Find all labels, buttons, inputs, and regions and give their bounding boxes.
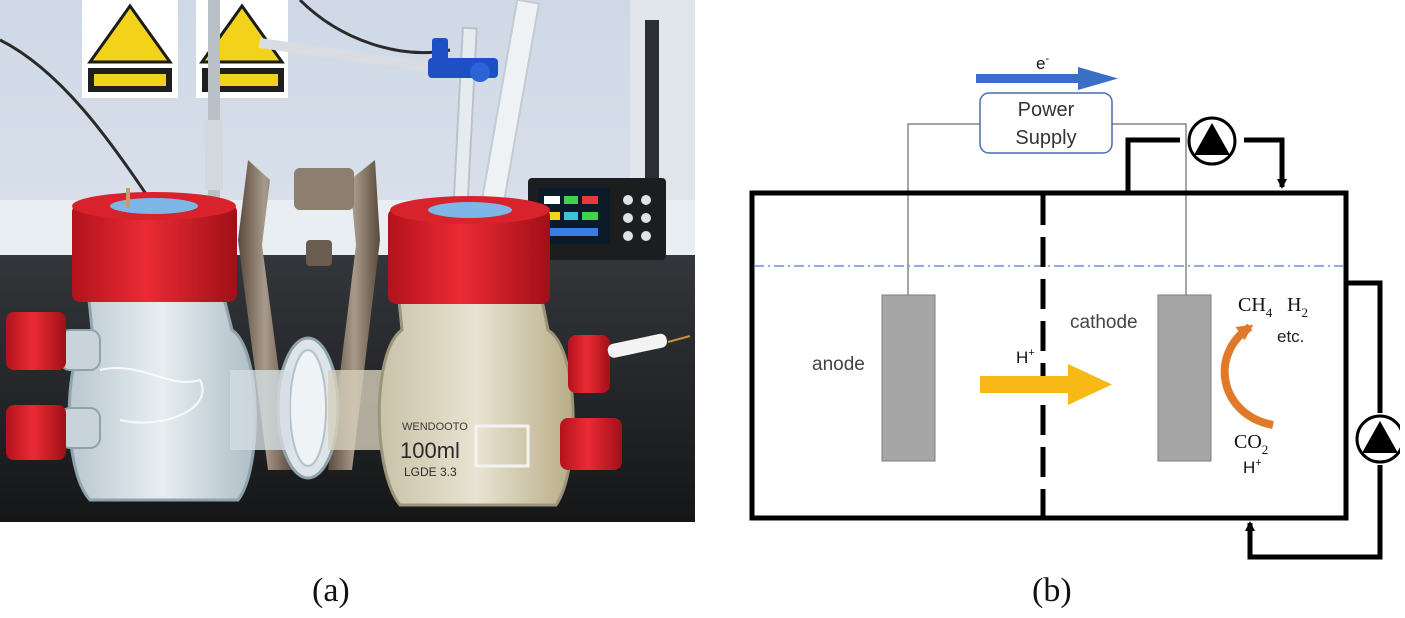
cathode-electrode [1157,294,1212,462]
stand-arm [258,38,449,75]
right-recirculation-pipe [1346,280,1383,413]
flask-volume-label: 100ml [400,438,460,463]
reaction-arrow [1220,323,1274,429]
power-supply-label-line2: Supply [1015,127,1076,149]
right-bottle-cap [388,196,550,304]
h2-label: H2 [1287,294,1308,320]
top-recirculation-pipe [1125,137,1180,193]
reactor-chamber [749,190,1349,521]
power-supply-box [979,92,1113,154]
left-side-ports [6,312,66,460]
membrane-joint [230,336,388,480]
etc-label: etc. [1277,327,1304,346]
caption-b: (b) [1032,572,1072,609]
flask-glass-label: LGDE 3.3 [404,465,457,479]
photo-panel: WENDOOTO 100ml LGDE 3.3 [0,0,695,522]
electron-label: e- [1036,55,1049,73]
flask-brand-label: WENDOOTO [402,421,468,433]
proton-label: H+ [1016,347,1035,367]
cathode-wire [1112,123,1187,295]
anode-label: anode [812,354,865,375]
anode-bottle [59,288,257,502]
top-pump-icon [1187,116,1237,166]
cable [0,38,152,201]
ch4-label: CH4 [1238,294,1273,320]
caption-a: (a) [312,572,350,609]
blue-stopcock [428,38,498,82]
warning-sign-left [82,0,178,98]
right-side-ports [560,333,691,470]
electron-arrow [976,67,1118,90]
top-recirculation-return [1244,137,1287,189]
h-plus-label: H+ [1243,457,1262,477]
cable [298,0,451,54]
anode-wire [907,123,980,295]
anode-electrode [881,294,936,462]
diagram-panel: e- Power Supply anode cathod [740,53,1405,565]
h-cell-photo: WENDOOTO 100ml LGDE 3.3 [0,0,695,522]
equipment-pole [645,20,659,180]
equipment-background [630,0,695,200]
proton-arrow [980,364,1112,405]
co2-label: CO2 [1234,431,1268,457]
potentiostat-display [528,178,666,260]
bottom-recirculation-return [1245,465,1383,560]
mec-schematic: e- Power Supply anode cathod [749,53,1405,560]
stand-clamp [205,120,223,190]
cathode-label: cathode [1070,312,1138,333]
side-pump-icon [1355,414,1405,464]
cathode-bottle: WENDOOTO 100ml LGDE 3.3 [377,288,575,507]
power-supply-label-line1: Power [1018,99,1075,121]
left-bottle-cap [72,188,237,302]
